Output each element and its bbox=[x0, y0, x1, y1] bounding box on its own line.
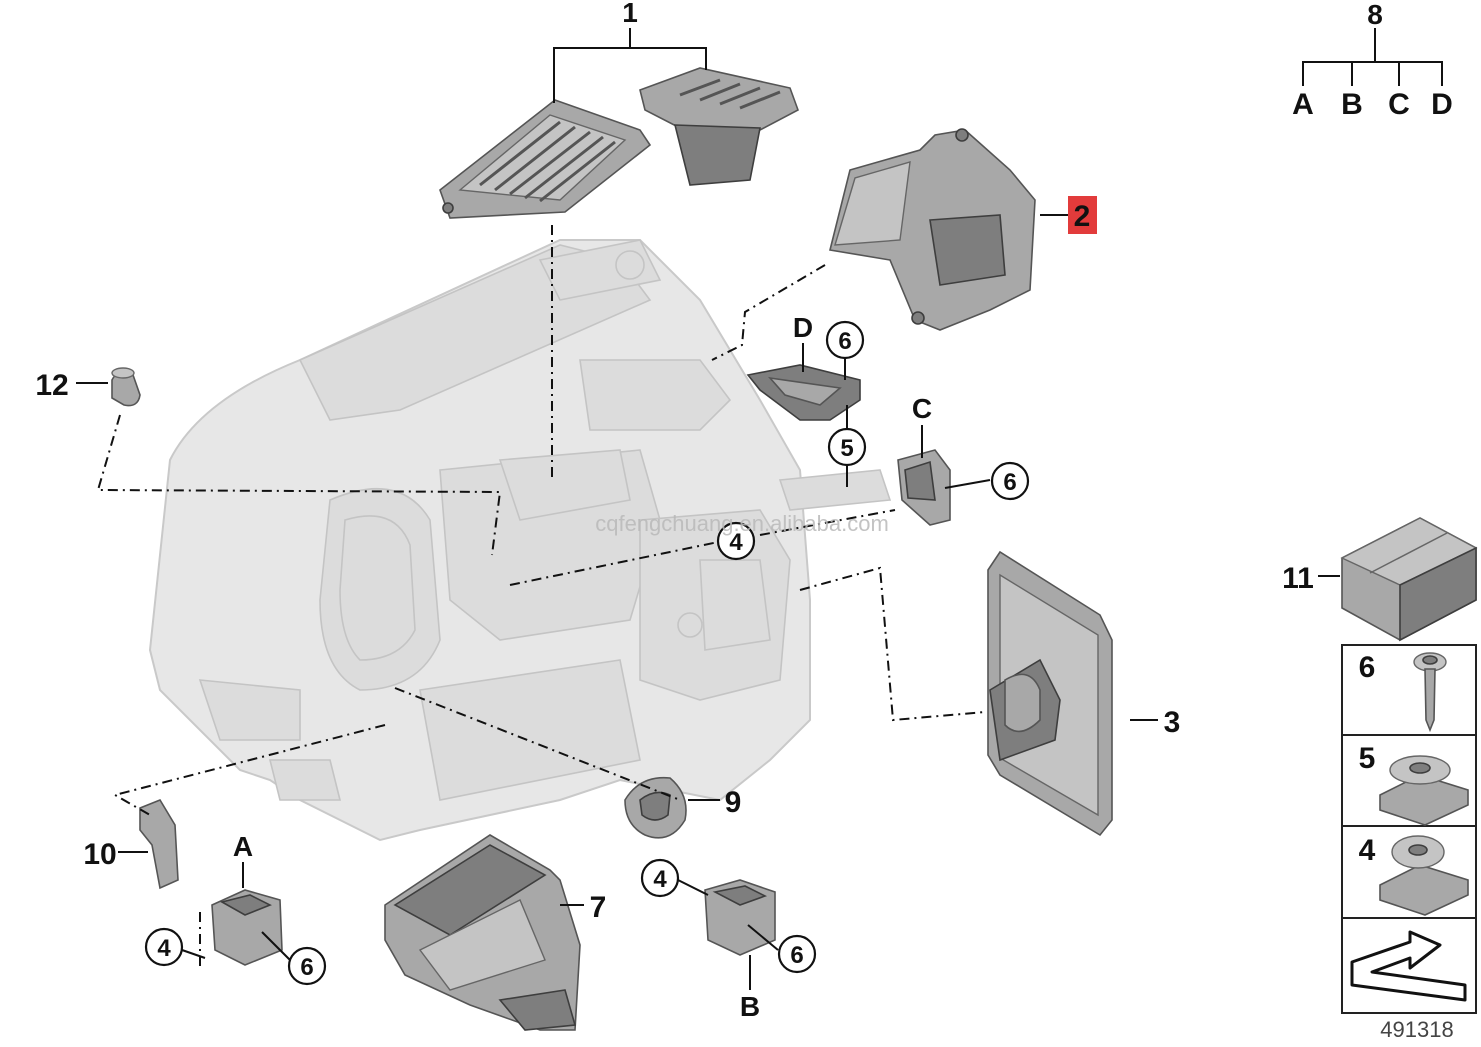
legend-label-4[interactable]: 4 bbox=[1359, 834, 1376, 867]
part-3-control-unit[interactable] bbox=[987, 550, 1113, 837]
part-1-cover-large[interactable] bbox=[439, 99, 652, 219]
part-2-projector-module[interactable] bbox=[829, 128, 1036, 331]
callout-1[interactable]: 1 bbox=[622, 0, 638, 28]
callout-10[interactable]: 10 bbox=[83, 838, 116, 871]
tree8-c: C bbox=[1388, 88, 1410, 121]
callout-3[interactable]: 3 bbox=[1164, 706, 1181, 739]
part-12-cap[interactable] bbox=[111, 367, 141, 407]
part-d-bracket[interactable] bbox=[746, 364, 861, 421]
tree8-a: A bbox=[1292, 88, 1314, 121]
circled-6-b[interactable]: 6 bbox=[790, 942, 803, 969]
circled-4-b[interactable]: 4 bbox=[653, 866, 667, 893]
callout-9[interactable]: 9 bbox=[725, 786, 742, 819]
small-parts-legend: 6 5 4 bbox=[1341, 644, 1477, 1014]
part-9-socket[interactable] bbox=[624, 776, 687, 839]
part-7-bracket-frame[interactable] bbox=[384, 834, 581, 1031]
callout-8[interactable]: 8 bbox=[1367, 0, 1383, 30]
callout-2-highlight bbox=[1068, 196, 1097, 234]
callout-labels: 1 2 3 7 9 10 11 12 8 A B C D D C A B 6 5… bbox=[35, 0, 1453, 1022]
legend-label-5[interactable]: 5 bbox=[1359, 742, 1376, 775]
clip-nut-icon-4 bbox=[1379, 835, 1469, 916]
screw-icon bbox=[1413, 652, 1447, 733]
legend-label-6[interactable]: 6 bbox=[1359, 651, 1376, 684]
callout-12[interactable]: 12 bbox=[35, 369, 68, 402]
part-c-bracket[interactable] bbox=[897, 449, 951, 526]
part-10-connector[interactable] bbox=[139, 799, 179, 890]
circled-4-main[interactable]: 4 bbox=[729, 529, 743, 556]
part-a-bracket[interactable] bbox=[211, 889, 283, 966]
part-letter-a: A bbox=[233, 831, 253, 862]
headlight-housing-ghost bbox=[148, 239, 892, 842]
circled-6-c[interactable]: 6 bbox=[1003, 469, 1016, 496]
callout-7[interactable]: 7 bbox=[590, 891, 607, 924]
circled-6-d[interactable]: 6 bbox=[838, 328, 851, 355]
part-11-box[interactable] bbox=[1340, 517, 1478, 642]
arrow-symbol-icon bbox=[1350, 930, 1467, 1002]
tree8-b: B bbox=[1341, 88, 1363, 121]
clip-nut-icon-5 bbox=[1379, 755, 1469, 826]
circled-4-a[interactable]: 4 bbox=[157, 935, 171, 962]
part-letter-c: C bbox=[912, 393, 932, 424]
part-letter-d: D bbox=[793, 312, 813, 343]
circled-5[interactable]: 5 bbox=[840, 435, 853, 462]
part-1-cover-small[interactable] bbox=[639, 67, 799, 186]
tree8-d: D bbox=[1431, 88, 1453, 121]
callout-2[interactable]: 2 bbox=[1074, 200, 1091, 233]
diagram-number: 491318 bbox=[1380, 1017, 1453, 1042]
part-letter-b: B bbox=[740, 991, 760, 1022]
watermark: cqfengchuang.en.alibaba.com bbox=[595, 511, 889, 536]
part-b-bracket[interactable] bbox=[704, 879, 776, 956]
circled-6-a[interactable]: 6 bbox=[300, 954, 313, 981]
callout-11[interactable]: 11 bbox=[1282, 562, 1314, 595]
assembly-lines bbox=[76, 28, 1443, 990]
